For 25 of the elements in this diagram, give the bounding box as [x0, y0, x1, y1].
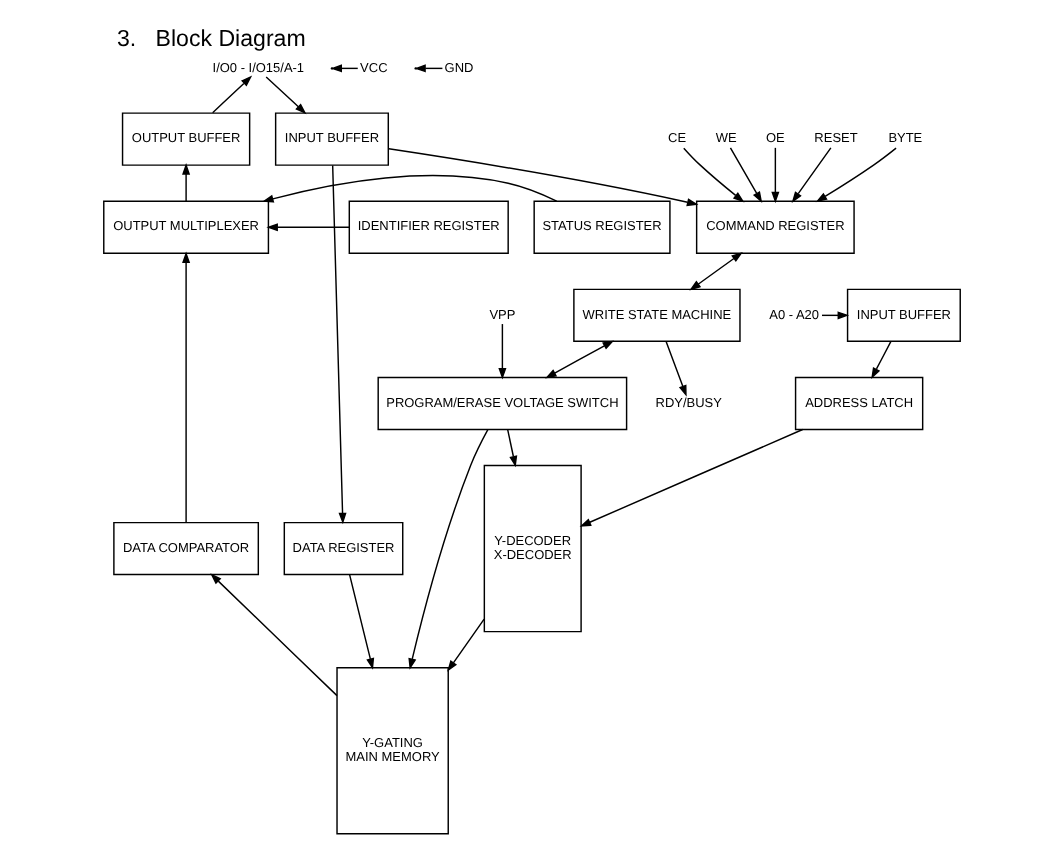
arrow — [771, 147, 780, 204]
diagram-title: 3. Block Diagram — [117, 28, 306, 53]
arrow — [579, 428, 804, 527]
arrow — [815, 147, 897, 203]
arrow — [211, 75, 253, 114]
arrow — [348, 574, 375, 670]
arrow — [506, 428, 518, 468]
arrow — [265, 76, 307, 115]
arrow — [871, 340, 892, 380]
arrow — [408, 428, 489, 670]
arrow — [545, 340, 615, 379]
arrow — [665, 340, 687, 397]
arrow — [182, 251, 191, 523]
arrow — [210, 573, 338, 697]
arrow — [791, 147, 832, 203]
arrow — [262, 174, 558, 203]
arrow — [683, 147, 745, 203]
arrow — [447, 618, 485, 672]
arrow — [182, 163, 191, 202]
arrow — [498, 323, 507, 380]
arrow — [689, 252, 743, 291]
arrow — [729, 147, 763, 204]
arrow — [266, 223, 350, 232]
arrow — [331, 164, 347, 525]
arrow — [388, 148, 699, 207]
